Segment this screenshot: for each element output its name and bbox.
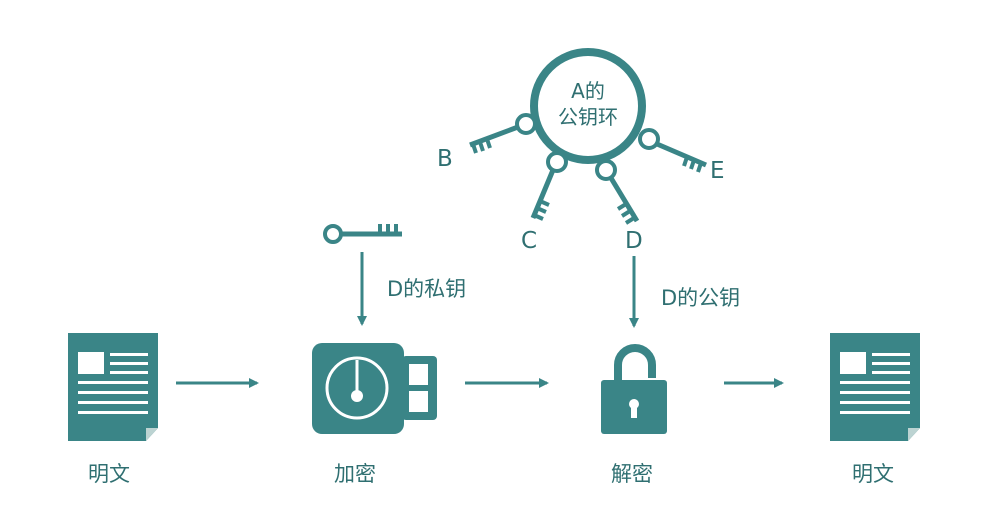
keyring-title-line1: A的	[571, 79, 605, 103]
keyring-icon	[469, 48, 707, 225]
open-padlock-icon	[601, 344, 667, 434]
key-icon-private	[323, 224, 402, 244]
key-label-d: D	[625, 228, 643, 254]
key-icon-d	[595, 159, 640, 225]
key-icon-e	[638, 128, 707, 173]
key-label-c: C	[521, 228, 538, 254]
document-icon-left	[68, 333, 158, 441]
keyring-title: A的 公钥环	[533, 78, 643, 130]
decrypt-label: 解密	[611, 462, 653, 486]
keyring-title-line2: 公钥环	[558, 105, 618, 129]
public-key-label: D的公钥	[661, 286, 741, 310]
plaintext-right-label: 明文	[852, 462, 894, 486]
key-label-b: B	[437, 146, 453, 172]
key-icon-c	[530, 151, 568, 221]
private-key-label: D的私钥	[387, 277, 467, 301]
key-icon-b	[469, 113, 537, 154]
document-icon-right	[830, 333, 920, 441]
plaintext-left-label: 明文	[88, 462, 130, 486]
encrypt-label: 加密	[334, 462, 376, 486]
usb-drive-icon	[312, 343, 437, 434]
key-label-e: E	[710, 158, 725, 184]
